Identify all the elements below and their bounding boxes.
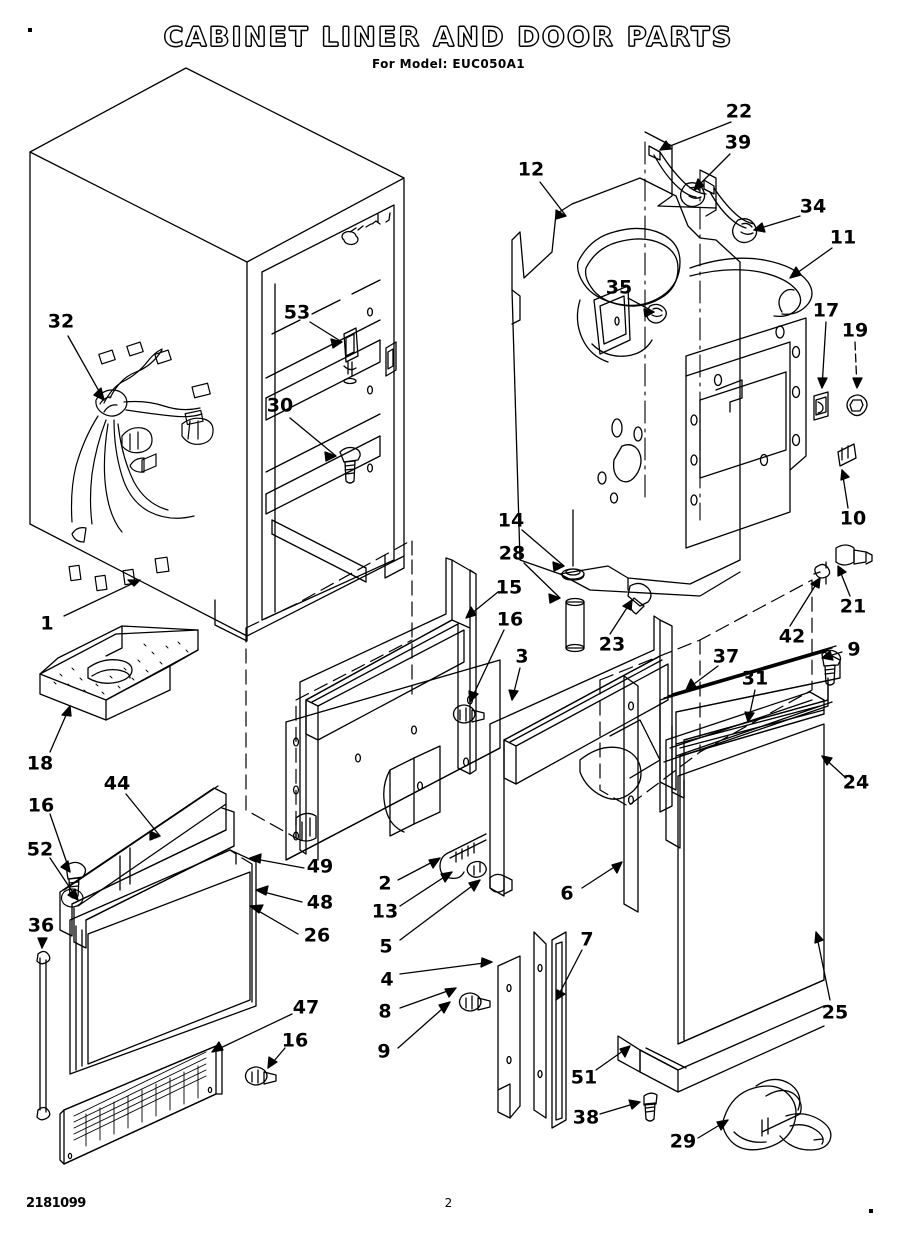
lower-access-panel-drawing [59, 1045, 223, 1165]
drain-hose-drawing [689, 257, 813, 318]
wire-harness-drawing [68, 341, 214, 592]
harness-clip-drawing [343, 327, 359, 385]
door-inner-assembly-drawing [439, 615, 673, 897]
support-rod-drawing [36, 950, 51, 1121]
footer-part-number: 2181099 [26, 1196, 86, 1211]
latch-hardware-drawing [813, 391, 868, 467]
door-handle-drawing [722, 1078, 832, 1151]
push-nut-center-drawing [452, 704, 485, 724]
bottom-rail-drawing [617, 1035, 641, 1073]
ghost-outlines [245, 539, 813, 839]
small-hardware-drawing [561, 509, 652, 653]
alignment-lines [644, 141, 701, 521]
door-trim-drawing [659, 645, 841, 799]
left-door-panel-drawing [69, 849, 257, 1075]
registration-mark-bottom-right [869, 1209, 873, 1213]
liner-side-panel-drawing [285, 659, 501, 861]
callout-leader-lines [37, 121, 863, 1139]
insulation-base-drawing [39, 625, 199, 721]
bumper-hardware-drawing [813, 544, 873, 686]
right-door-panel-drawing [639, 691, 825, 1093]
hinge-assembly-drawing [644, 131, 758, 244]
side-rails-drawing [458, 675, 658, 1129]
cabinet-shell-drawing [29, 67, 405, 642]
left-door-trim-drawing [59, 785, 235, 949]
registration-mark-top-left [28, 28, 32, 32]
footer-page-number: 2 [444, 1196, 453, 1210]
push-nut-lower-drawing [244, 1066, 277, 1086]
door-frame-drawing [299, 557, 477, 861]
tub-liner-drawing [511, 177, 741, 597]
liner-rear-flange-drawing [685, 317, 807, 549]
mounting-screw-drawing [339, 446, 361, 484]
